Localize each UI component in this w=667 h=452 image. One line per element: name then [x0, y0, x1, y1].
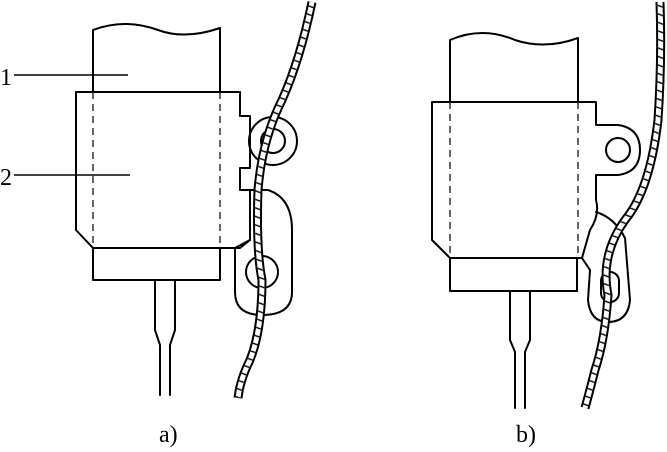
thread-b-ladder [582, 1, 664, 409]
lower-guide-a [234, 189, 293, 316]
clamp-body-b [431, 101, 641, 259]
rod-b [449, 32, 579, 103]
part-label-2: 2 [0, 165, 12, 191]
figure-b: b) [431, 1, 666, 448]
part-label-1: 1 [0, 65, 12, 91]
rod-a [92, 23, 221, 93]
bottom-block-a [92, 247, 221, 281]
lower-guide-b [581, 211, 631, 323]
bottom-block-b [449, 257, 578, 292]
needle-b [509, 290, 531, 409]
clamp-body-a [75, 91, 251, 249]
thread-a-ladder [235, 1, 315, 399]
figure-a: 1 2 a) [0, 1, 317, 448]
upper-guide-hole-b [605, 137, 631, 163]
needle-a [154, 279, 176, 396]
caption-a: a) [159, 422, 178, 448]
caption-b: b) [516, 422, 536, 448]
